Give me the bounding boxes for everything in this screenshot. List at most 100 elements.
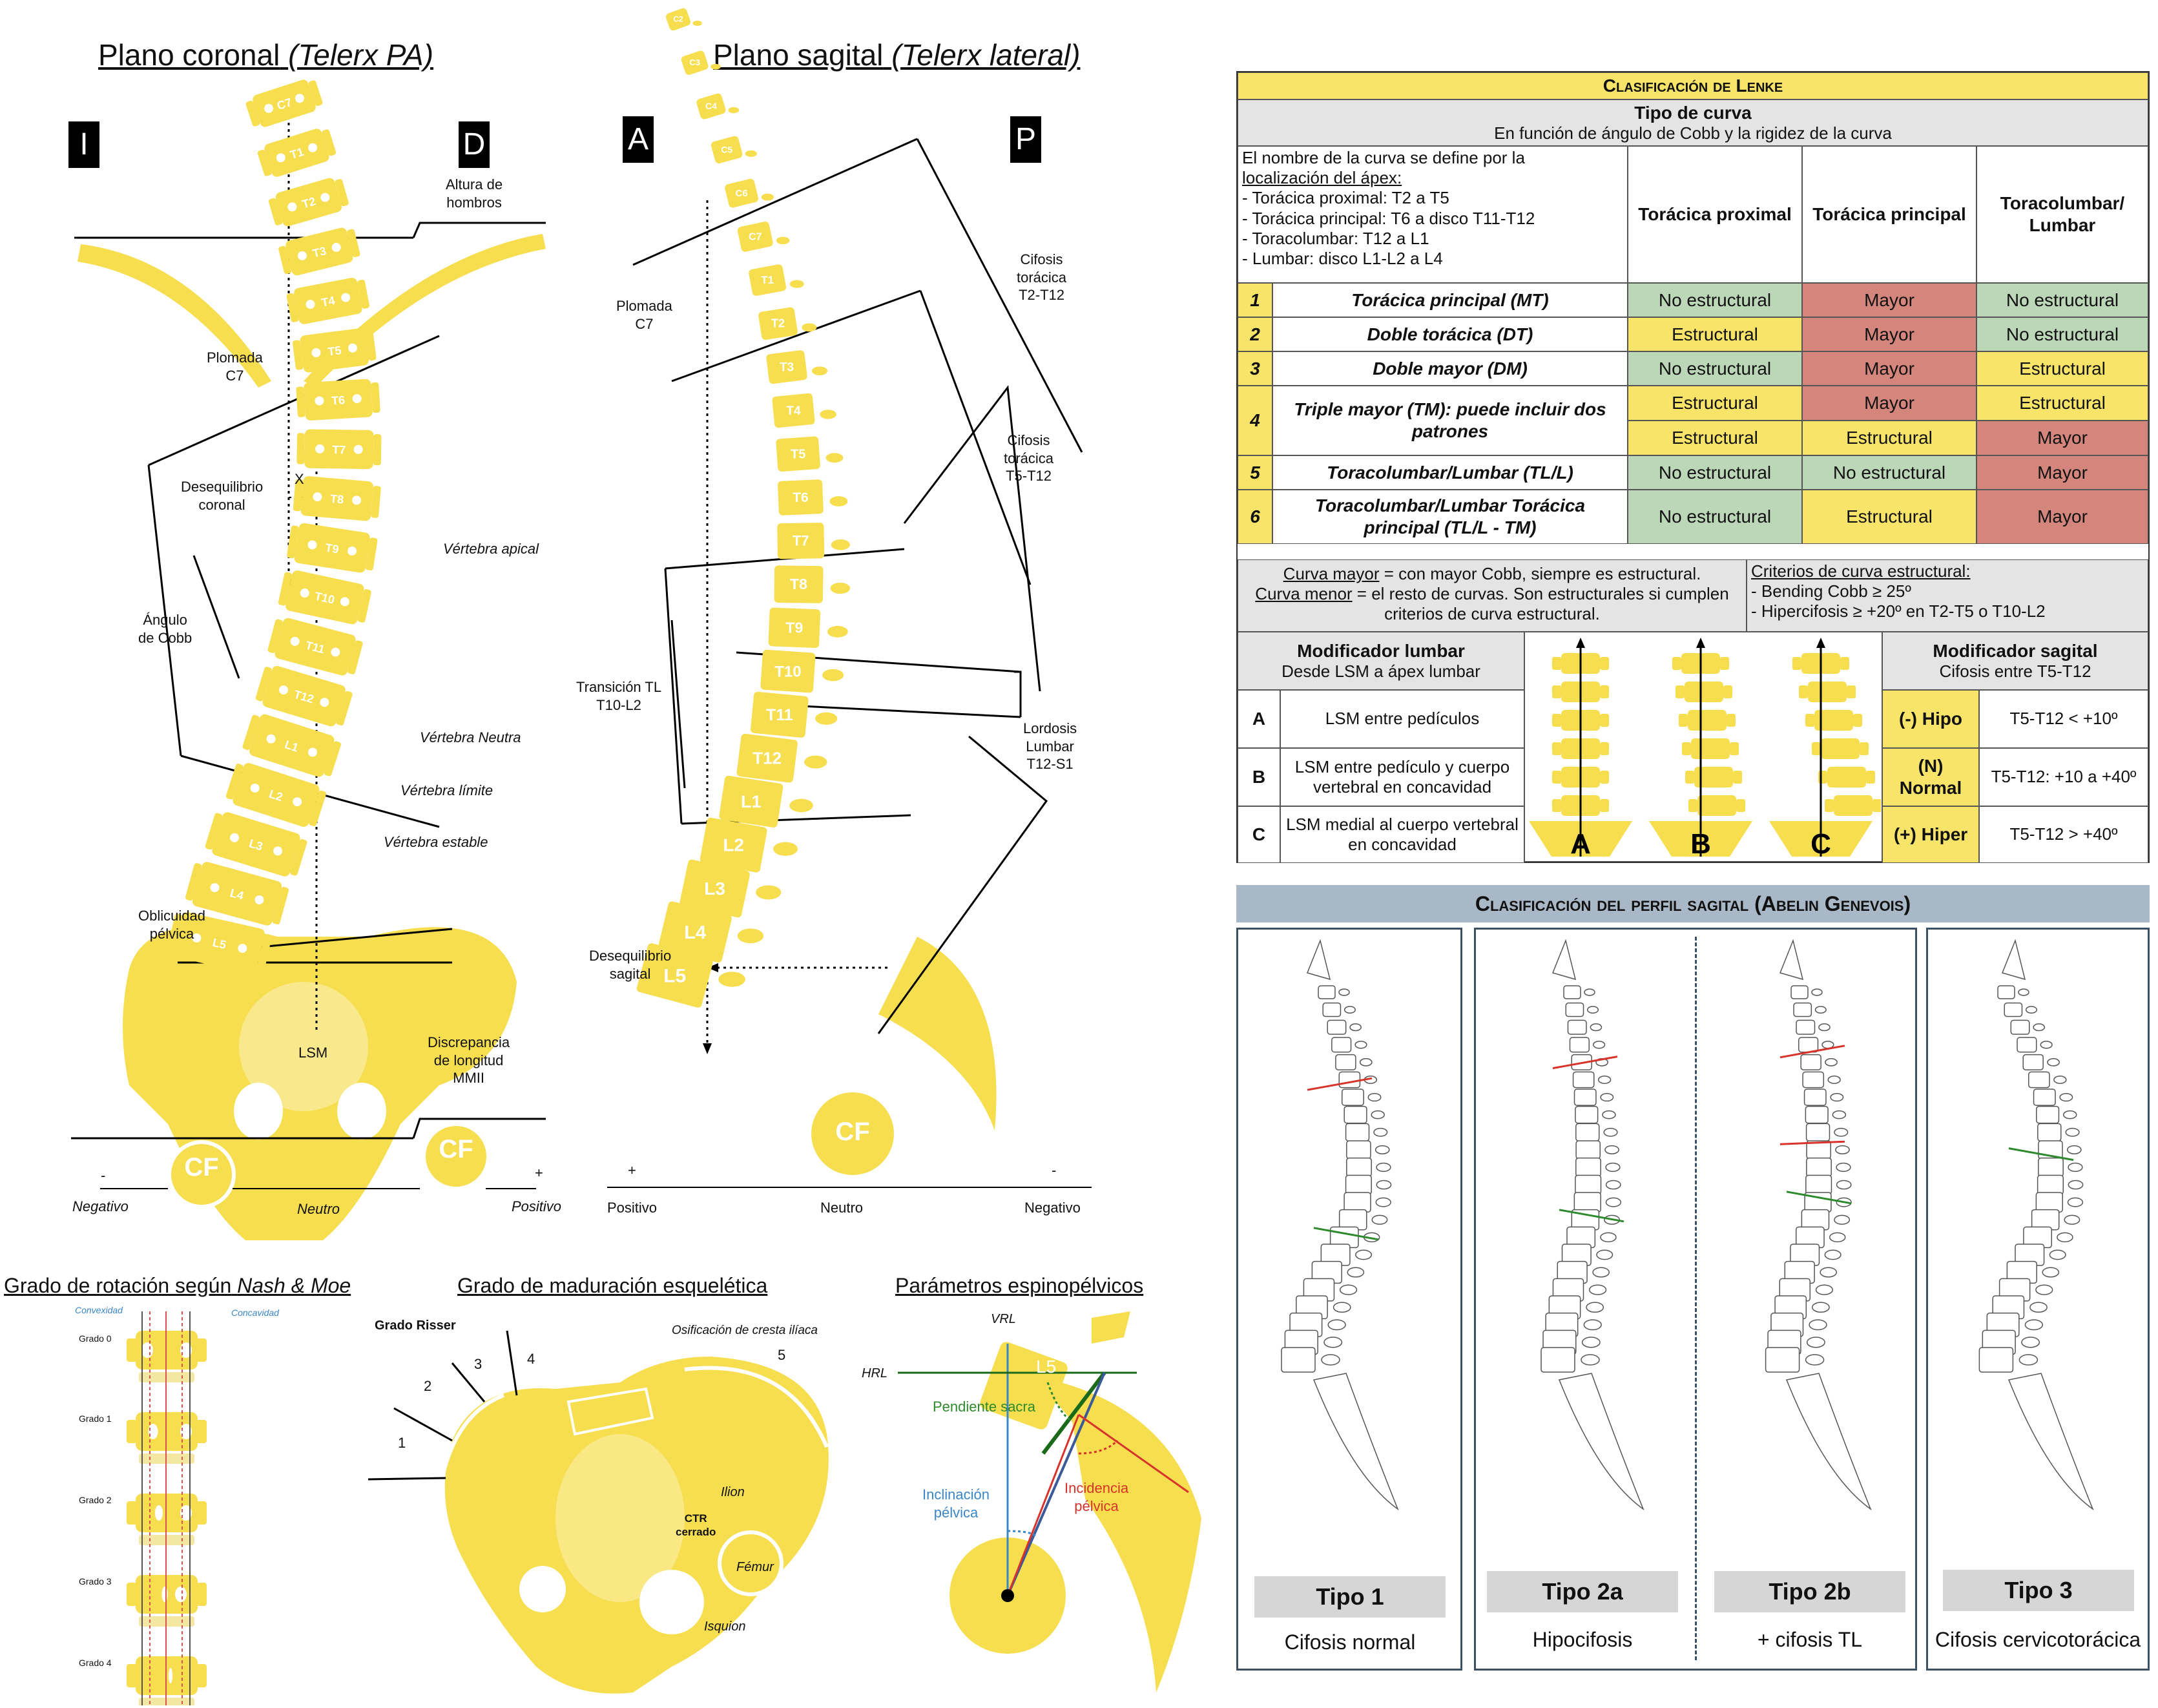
pelvic-tilt-label: Inclinación pélvica (922, 1486, 990, 1521)
coronal-vertebra-label: T3 (311, 244, 327, 260)
sagittal-modifier-desc: T5-T12 > +40º (1979, 806, 2148, 863)
sagittal-right-letter: P (1010, 116, 1041, 163)
coronal-negative: Negativo (72, 1198, 129, 1214)
coronal-vertebra-t8: T8 (293, 476, 381, 521)
lenke-title: Clasificación de Lenke (1238, 72, 2148, 99)
lenke-row-name: Doble mayor (DM) (1272, 351, 1628, 386)
lenke-row-name: Doble torácica (DT) (1272, 317, 1628, 351)
coronal-imbalance-label: Desequilibrio coronal (181, 479, 264, 513)
lenke-row-number: 3 (1238, 351, 1272, 386)
sagittal-vertebra-label: C2 (673, 15, 683, 24)
coronal-vertebra-c7: C7 (245, 79, 323, 127)
sagittal-positive: Positivo (607, 1200, 658, 1216)
sagittal-vertebra-l5: L5 (636, 943, 745, 1008)
apex-item-1: - Torácica proximal: T2 a T5 (1242, 188, 1449, 208)
sagittal-vertebra-label: T5 (791, 447, 805, 461)
type-2b-label: Tipo 2b (1714, 1571, 1905, 1612)
coronal-vertebra-t7: T7 (296, 429, 382, 470)
sagittal-neutral: Neutro (820, 1200, 864, 1216)
sagittal-left-letter: A (623, 116, 654, 163)
col-header-main: Torácica principal (1802, 146, 1976, 283)
neutral-vertebra-label: Vértebra Neutra (420, 729, 521, 745)
limit-vertebra-label: Vértebra límite (400, 782, 493, 798)
coronal-vertebra-l2: L2 (225, 763, 327, 828)
sagittal-vertebra-label: T3 (780, 360, 794, 374)
sagittal-vertebra-l3: L3 (680, 859, 782, 918)
rotation-diagram (127, 1311, 207, 1705)
isquion-label: Isquion (704, 1619, 746, 1634)
sagittal-vertebra-c6: C6 (725, 178, 774, 208)
sagittal-vertebra-label: T12 (752, 748, 782, 767)
sagittal-vertebra-c3: C3 (681, 50, 721, 75)
major-minor-note: Curva mayor = con mayor Cobb, siempre es… (1238, 559, 1747, 632)
lenke-cell: No estructural (1628, 351, 1802, 386)
rotation-title: Grado de rotación según Nash & Moe (4, 1274, 351, 1297)
lenke-cell: Estructural (1628, 317, 1802, 351)
cobb-angle-label: Ángulo de Cobb (138, 612, 192, 646)
spinopelvic-title: Parámetros espinopélvicos (895, 1274, 1144, 1297)
grade-4-label: Grado 4 (79, 1658, 112, 1668)
sagittal-minus: - (1052, 1162, 1057, 1178)
sagittal-modifier-key: (-) Hipo (1882, 690, 1979, 748)
coronal-vertebra-label: T9 (324, 541, 340, 556)
sagittal-vertebra-label: C3 (689, 57, 700, 67)
lenke-row-number: 5 (1238, 455, 1272, 490)
kyphosis-t2-t12-label: Cifosis torácica T2-T12 (1017, 251, 1067, 303)
lenke-cell: Estructural (1802, 490, 1976, 544)
sagittal-vertebra-l2: L2 (700, 817, 798, 873)
lenke-cell: Mayor (1976, 455, 2148, 490)
lumbar-modifier-icon-b: B (1649, 638, 1752, 860)
coronal-title: Plano coronal (Telerx PA) (98, 38, 434, 72)
apex-definition: El nombre de la curva se define por la l… (1238, 146, 1628, 283)
sagittal-vertebra-label: C7 (749, 232, 762, 243)
sagittal-vertebra-label: C6 (736, 188, 748, 199)
type-3-label: Tipo 3 (1943, 1570, 2134, 1611)
lenke-table: Clasificación de Lenke Tipo de curva En … (1236, 71, 2150, 863)
sagittal-vertebra-t8: T8 (774, 565, 851, 603)
coronal-vertebra-t5: T5 (292, 328, 377, 373)
lenke-cell: Estructural (1976, 386, 2148, 421)
ctr-label: CTR cerrado (676, 1512, 716, 1539)
apical-vertebra-label: Vértebra apical (443, 541, 539, 557)
spinopelvic-diagram (898, 1311, 1201, 1692)
sagittal-modifier-key: (+) Hiper (1882, 806, 1979, 863)
lenke-cell: No estructural (1628, 283, 1802, 317)
type-2b-description: + cifosis TL (1757, 1628, 1863, 1651)
apex-intro: El nombre de la curva se define por la (1242, 148, 1525, 167)
coronal-vertebra-t2: T2 (268, 178, 349, 227)
pelvic-incidence-label: Incidencia pélvica (1064, 1480, 1129, 1514)
coronal-vertebra-label: T8 (329, 492, 344, 506)
lumbar-modifier-icon-letter: A (1570, 828, 1591, 860)
sagittal-vertebra-t12: T12 (736, 733, 827, 783)
sagittal-imbalance-label: Desequilibrio sagital (589, 948, 672, 982)
coronal-minus: - (101, 1167, 106, 1183)
sagittal-vertebra-label: L5 (663, 965, 686, 986)
sagittal-vertebra-label: T11 (766, 706, 793, 724)
sagittal-vertebra-t4: T4 (772, 393, 836, 428)
lenke-row-number: 6 (1238, 490, 1272, 544)
apex-link: localización del ápex: (1242, 168, 1402, 188)
sagittal-vertebra-l4: L4 (658, 901, 764, 963)
risser-2: 2 (424, 1378, 432, 1394)
lenke-cell: Mayor (1802, 351, 1976, 386)
lenke-row-number: 2 (1238, 317, 1272, 351)
lenke-cell: Mayor (1802, 317, 1976, 351)
sacral-slope-label: Pendiente sacra (933, 1399, 1035, 1415)
coronal-vertebra-label: T7 (332, 443, 346, 456)
sagittal-vertebra-label: L1 (741, 792, 762, 811)
risser-5: 5 (778, 1347, 786, 1363)
lenke-row-number: 1 (1238, 283, 1272, 317)
sagittal-vertebra-label: L3 (704, 879, 725, 899)
coronal-vertebra-l1: L1 (242, 714, 341, 777)
tl-transition-label: Transición TL T10-L2 (576, 679, 662, 713)
apex-item-4: - Lumbar: disco L1-L2 a L4 (1242, 248, 1443, 268)
coronal-vertebra-t1: T1 (257, 129, 337, 177)
lenke-cell: Mayor (1802, 283, 1976, 317)
limb-discrepancy-label: Discrepancia de longitud MMII (428, 1034, 510, 1086)
sagittal-vertebra-t10: T10 (760, 649, 844, 693)
risser-1: 1 (398, 1435, 406, 1451)
coronal-vertebra-label: L5 (211, 936, 227, 952)
coronal-vertebra-t6: T6 (296, 379, 380, 421)
coronal-vertebra-t9: T9 (287, 523, 378, 573)
